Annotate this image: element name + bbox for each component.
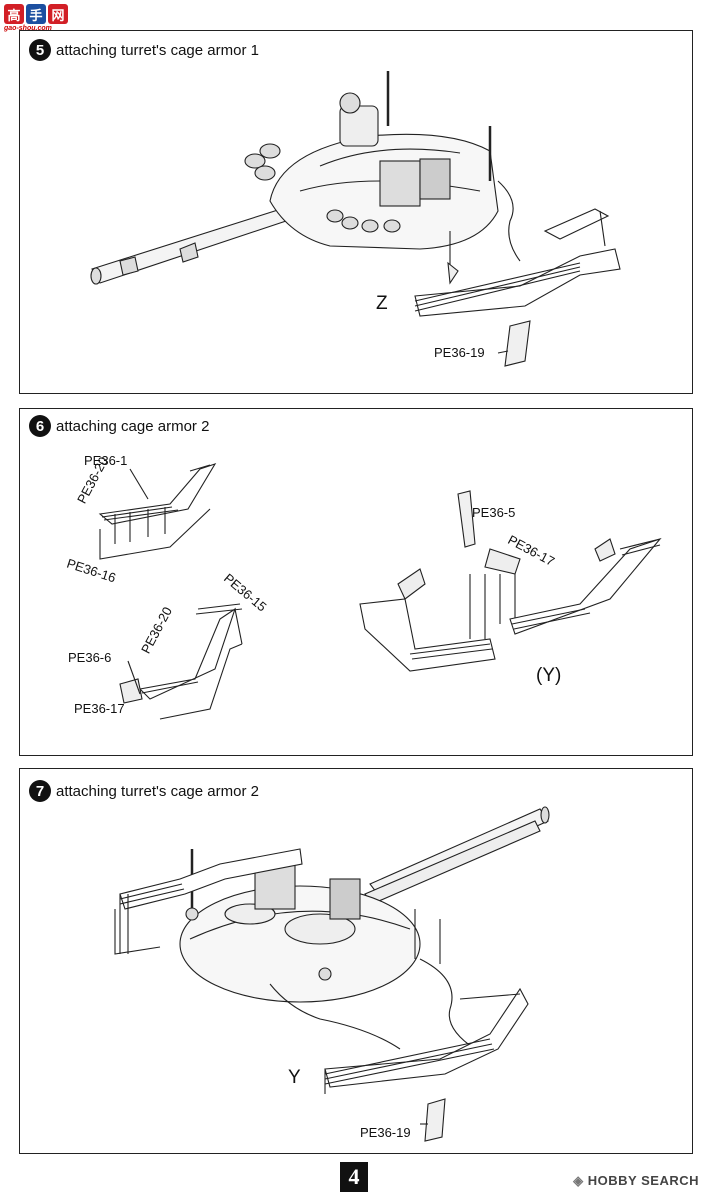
callout-z: Z [376,293,388,314]
step-title-text: attaching turret's cage armor 1 [56,41,259,59]
hobbysearch-logo-icon: ◈ [573,1173,588,1188]
callout-pe36-5: PE36-5 [472,505,516,520]
site-logo: 高 手 网 gao-shou.com [4,4,70,34]
step-5-title: 5 attaching turret's cage armor 1 [29,39,259,61]
logo-glyph: 网 [48,4,68,24]
turret-drawing-step7 [114,806,550,1142]
callout-pe36-19: PE36-19 [434,345,485,360]
callout-y: (Y) [536,665,562,686]
callout-pe36-17: PE36-17 [74,701,125,716]
step-6-title: 6 attaching cage armor 2 [29,415,209,437]
step-number: 7 [29,780,51,802]
logo-subtitle: gao-shou.com [4,25,52,32]
cage-armor-drawing-step6 [98,463,662,720]
page-number: 4 [340,1162,368,1192]
step-number: 5 [29,39,51,61]
logo-glyph: 手 [26,4,46,24]
step-5-panel: 5 attaching turret's cage armor 1 [19,30,693,394]
watermark: ◈ HOBBY SEARCH [573,1173,699,1189]
watermark-text: HOBBY SEARCH [587,1173,699,1188]
callout-pe36-6: PE36-6 [68,650,112,665]
step-7-panel: 7 attaching turret's cage armor 2 [19,768,693,1154]
step-number: 6 [29,415,51,437]
step-6-panel: 6 attaching cage armor 2 [19,408,693,756]
step-title-text: attaching turret's cage armor 2 [56,782,259,800]
callout-y: Y [288,1067,301,1088]
step-title-text: attaching cage armor 2 [56,417,210,435]
logo-glyph: 高 [4,4,24,24]
callout-pe36-19: PE36-19 [360,1125,411,1140]
step-7-title: 7 attaching turret's cage armor 2 [29,780,259,802]
turret-drawing-step5 [90,71,621,367]
callout-pe36-1: PE36-1 [84,453,128,468]
